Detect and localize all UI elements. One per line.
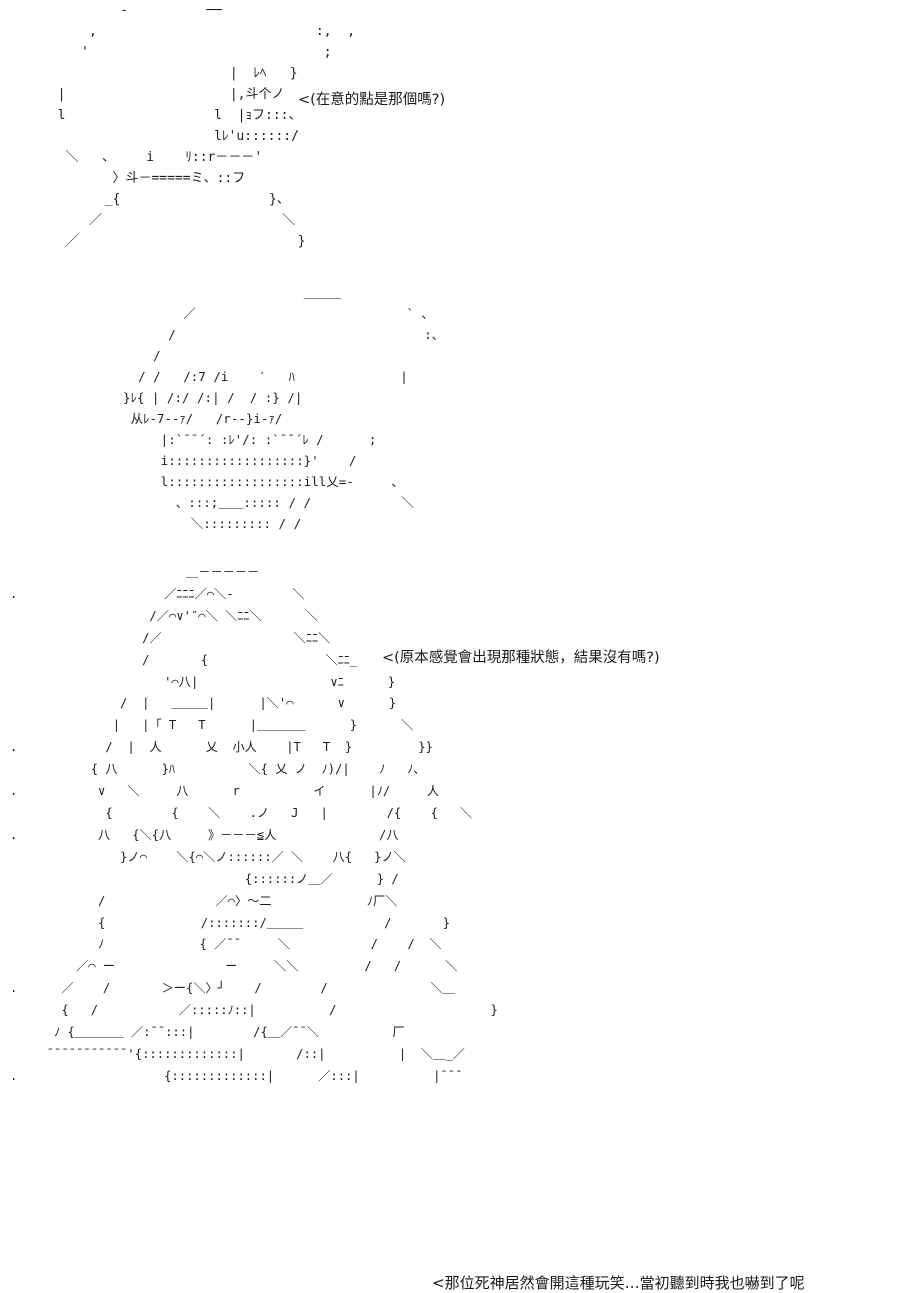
- speech-line-3: <那位死神居然會開這種玩笑…當初聽到時我也嚇到了呢: [432, 1274, 805, 1292]
- panel-2: ＿＿＿ ／ ` 、 / :、 / / / /:7 /i ′ ﾊ | }ﾚ{ | …: [0, 278, 899, 666]
- speech-line-2: <(原本感覺會出現那種狀態，結果沒有嗎?): [382, 650, 660, 666]
- ascii-art-figure-3: ＿－－－－－ . ／ﾆﾆﾆ／⌒＼- ＼ /／⌒∨'″⌒＼ ＼ﾆﾆ＼ ＼ /／ ＼…: [10, 565, 498, 1083]
- ascii-art-figure-1: - ── , :, , ' ; | ﾚﾍ } | |,斗个ノ l l |ｮフ::…: [57, 3, 356, 249]
- panel-1: - ── , :, , ' ; | ﾚﾍ } | |,斗个ノ l l |ｮフ::…: [0, 0, 899, 270]
- panel-3: ＿－－－－－ . ／ﾆﾆﾆ／⌒＼- ＼ /／⌒∨'″⌒＼ ＼ﾆﾆ＼ ＼ /／ ＼…: [0, 558, 899, 1292]
- speech-line-1: <(在意的點是那個嗎?): [298, 92, 446, 108]
- ascii-art-figure-2: ＿＿＿ ／ ` 、 / :、 / / / /:7 /i ′ ﾊ | }ﾚ{ | …: [123, 285, 445, 531]
